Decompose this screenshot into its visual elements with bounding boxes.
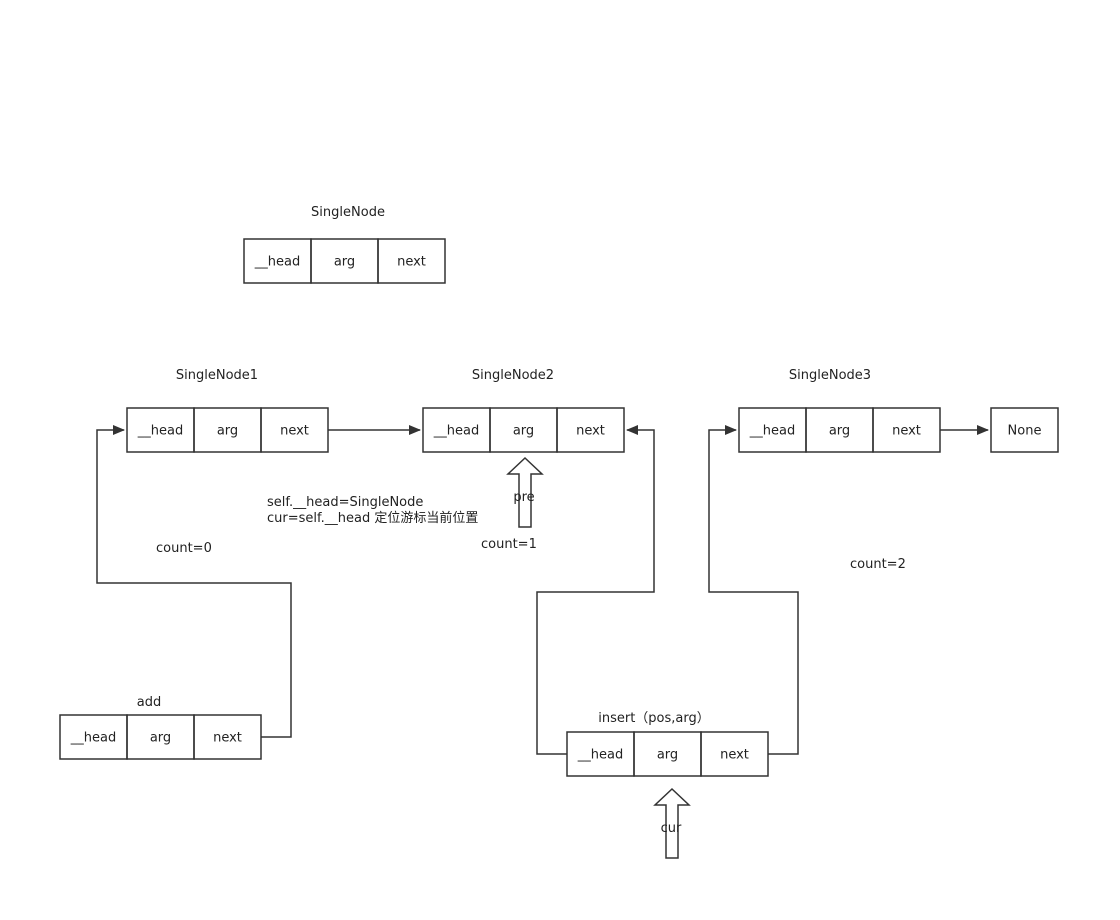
none-box-cell [990,407,1059,453]
count1-annotation: count=1 [481,537,537,552]
count2-annotation: count=2 [850,557,906,572]
arrow-insert-to-node3 [708,425,799,755]
node-add: add __head arg next [59,695,262,760]
node-3-arg-label: arg [829,424,850,439]
node-2-arg-label: arg [513,424,534,439]
none-box: None [990,407,1059,453]
arrow-insert-to-node2 [536,425,655,755]
node-2-next-label: next [576,424,605,439]
node-1: SingleNode1 __head arg next [126,368,329,453]
node-add-next-label: next [213,731,242,746]
count0-annotation: count=0 [156,541,212,556]
head-assign-annotation: self.__head=SingleNode [267,495,423,510]
node-insert-head-label: __head [577,748,623,763]
node-1-head-label: __head [137,424,183,439]
node-3-next-label: next [892,424,921,439]
node-3: SingleNode3 __head arg next [738,368,941,453]
node-2: SingleNode2 __head arg next [422,368,625,453]
none-box-label: None [1008,424,1042,439]
node-insert-next-label: next [720,748,749,763]
node-1-title: SingleNode1 [176,368,258,383]
node-3-head-label: __head [749,424,795,439]
node-2-head-label: __head [433,424,479,439]
node-template: SingleNode __head arg next [243,205,446,284]
node-2-title: SingleNode2 [472,368,554,383]
cur-pointer-label: cur [661,821,682,836]
cur-pointer-arrow [653,787,691,859]
node-2-next-cell [556,407,625,453]
node-add-title: add [137,695,161,710]
arrow-add-to-node1 [96,425,292,738]
node-insert: insert（pos,arg） __head arg next [566,711,769,777]
node-template-arg-label: arg [334,255,355,270]
node-template-next-cell [377,238,446,284]
node-template-next-label: next [397,255,426,270]
node-template-head-label: __head [254,255,300,270]
node-add-arg-label: arg [150,731,171,746]
node-3-title: SingleNode3 [789,368,871,383]
pre-pointer-label: pre [513,490,534,505]
node-insert-arg-label: arg [657,748,678,763]
node-add-head-label: __head [70,731,116,746]
node-template-title: SingleNode [311,205,385,220]
cur-assign-annotation: cur=self.__head 定位游标当前位置 [267,510,478,526]
node-1-next-label: next [280,424,309,439]
node-insert-title: insert（pos,arg） [598,711,710,726]
pre-pointer-arrow [506,456,544,528]
node-1-arg-label: arg [217,424,238,439]
